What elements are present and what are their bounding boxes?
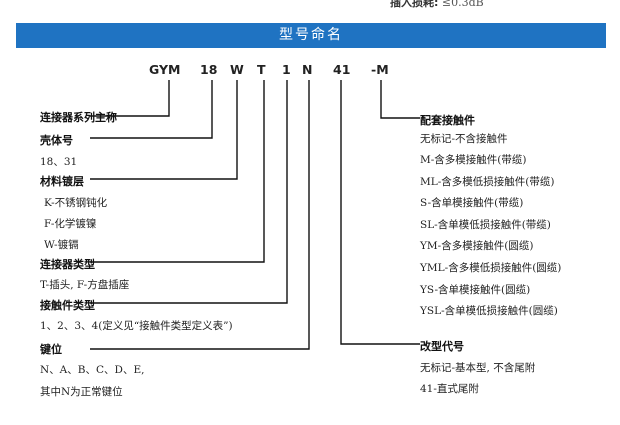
code-part-contact-type: 1 — [282, 62, 291, 77]
contacts-line-5: SL-含单模低损接触件(带缆) — [420, 219, 551, 231]
contact-type-line: 1、2、3、4(定义见“接触件类型定义表”) — [40, 320, 233, 332]
code-part-material: W — [230, 62, 244, 77]
section-banner: 型号命名 — [16, 23, 606, 48]
leader-contact-type — [90, 80, 288, 304]
code-part-series: GYM — [149, 62, 181, 77]
code-part-conn-type: T — [257, 62, 266, 77]
contacts-line-7: YML-含多模低损接触件(圆缆) — [420, 262, 562, 274]
leader-contacts — [380, 80, 420, 119]
contacts-title: 配套接触件 — [420, 114, 475, 127]
material-title: 材料镀层 — [40, 175, 84, 188]
code-part-shell: 18 — [200, 62, 218, 77]
series-title: 连接器系列主称 — [40, 111, 117, 124]
code-part-contacts: -M — [371, 62, 389, 77]
leader-modify — [340, 80, 420, 345]
shell-title: 壳体号 — [40, 134, 73, 147]
contact-type-title: 接触件类型 — [40, 299, 95, 312]
modify-title: 改型代号 — [420, 340, 464, 353]
contacts-line-9: YSL-含单模低损接触件(圆缆) — [420, 305, 558, 317]
contacts-line-4: S-含单模接触件(带缆) — [420, 197, 524, 209]
modify-line-2: 41-直式尾附 — [420, 383, 479, 395]
modify-line-1: 无标记-基本型, 不含尾附 — [420, 362, 536, 374]
material-line-3: W-镀镉 — [44, 239, 79, 251]
code-part-modify: 41 — [333, 62, 351, 77]
insertion-loss-label: 插入损耗: — [390, 0, 439, 9]
contacts-line-1: 无标记-不含接触件 — [420, 133, 508, 145]
shell-line: 18、31 — [40, 156, 78, 168]
contacts-line-8: YS-含单模接触件(圆缆) — [420, 284, 531, 296]
leader-key — [90, 80, 310, 350]
conn-type-title: 连接器类型 — [40, 258, 95, 271]
contacts-line-3: ML-含多模低损接触件(带缆) — [420, 176, 555, 188]
material-line-1: K-不锈钢钝化 — [44, 197, 108, 209]
conn-type-line: T-插头, F-方盘插座 — [40, 279, 130, 291]
key-title: 键位 — [40, 343, 62, 356]
insertion-loss-value: ≤0.3dB — [441, 0, 484, 9]
code-part-key: N — [302, 62, 313, 77]
contacts-line-6: YM-含多模接触件(圆缆) — [420, 240, 534, 252]
key-line-1: N、A、B、C、D、E, — [40, 364, 145, 376]
contacts-line-2: M-含多模接触件(带缆) — [420, 154, 527, 166]
leader-shell — [90, 80, 213, 139]
leader-series — [90, 80, 170, 117]
material-line-2: F-化学镀镍 — [44, 218, 97, 230]
key-line-2: 其中N为正常键位 — [40, 386, 123, 398]
top-cut-fragment: 插入损耗: ≤0.3dB — [390, 0, 484, 10]
leader-conn-type — [90, 80, 265, 263]
leader-material — [90, 80, 238, 180]
